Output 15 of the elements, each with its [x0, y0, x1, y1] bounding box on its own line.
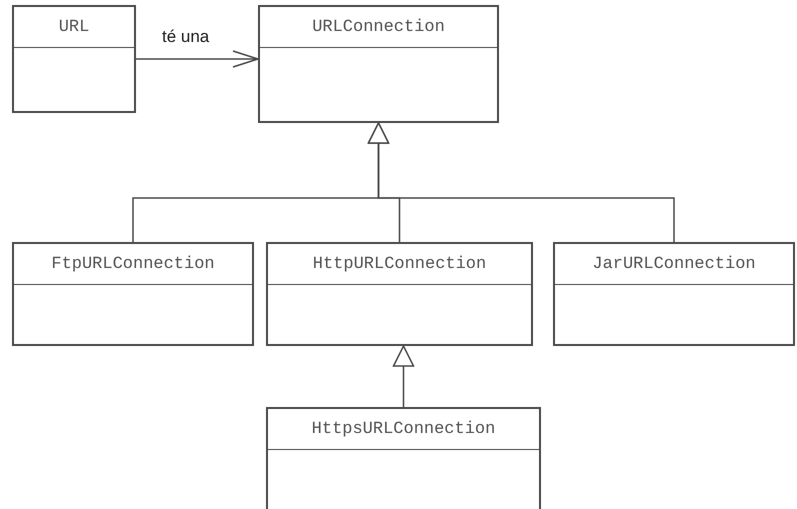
class-box [12, 242, 254, 346]
class-box [266, 242, 533, 346]
class-name: URL [58, 18, 90, 36]
class-box [258, 5, 499, 123]
class-name: JarURLConnection [592, 254, 756, 274]
class-box [553, 242, 795, 346]
inheritance-arrow [392, 345, 414, 407]
inheritance-arrow [368, 122, 675, 242]
class-name: FtpURLConnection [51, 254, 215, 274]
class-name: HttpsURLConnection [312, 420, 496, 438]
class-box [266, 407, 541, 509]
class-box [12, 5, 136, 113]
association-arrow [136, 50, 259, 68]
class-name: HttpURLConnection [312, 254, 486, 274]
class-name: URLConnection [312, 18, 445, 36]
